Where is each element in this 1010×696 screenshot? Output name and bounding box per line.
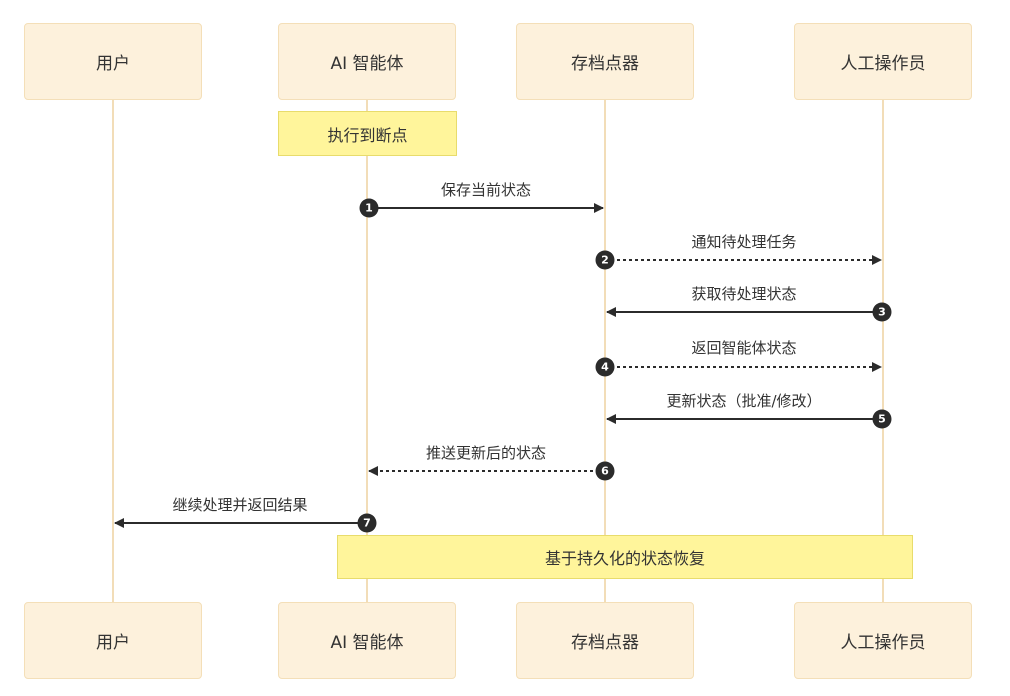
note-text: 执行到断点 <box>327 125 408 145</box>
sequence-badge-5: 5 <box>872 409 892 429</box>
note-recovery: 基于持久化的状态恢复 <box>337 535 913 579</box>
participant-label: 用户 <box>96 633 130 653</box>
participant-label: AI 智能体 <box>330 54 404 74</box>
note-text: 基于持久化的状态恢复 <box>544 549 705 568</box>
sequence-badge-1: 1 <box>359 198 379 218</box>
sequence-badge-2: 2 <box>595 250 615 270</box>
participant-user-top: 用户 <box>24 23 202 100</box>
participant-label: 存档点器 <box>571 54 639 74</box>
participant-label: AI 智能体 <box>330 633 404 653</box>
participant-label: 人工操作员 <box>840 633 926 653</box>
message-label-2: 通知待处理任务 <box>691 233 797 251</box>
participant-agent-top: AI 智能体 <box>278 23 456 100</box>
message-label-1: 保存当前状态 <box>440 181 532 199</box>
sequence-badge-4: 4 <box>595 357 615 377</box>
participant-operator-bottom: 人工操作员 <box>794 602 972 679</box>
participant-label: 人工操作员 <box>840 54 926 74</box>
message-label-4: 返回智能体状态 <box>691 339 797 357</box>
message-label-3: 获取待处理状态 <box>691 285 797 303</box>
participant-label: 存档点器 <box>571 633 639 653</box>
message-label-7: 继续处理并返回结果 <box>172 496 308 514</box>
participant-label: 用户 <box>96 54 130 74</box>
participant-operator-top: 人工操作员 <box>794 23 972 100</box>
participant-agent-bottom: AI 智能体 <box>278 602 456 679</box>
sequence-badge-6: 6 <box>595 461 615 481</box>
participant-checkpointer-bottom: 存档点器 <box>516 602 694 679</box>
message-label-6: 推送更新后的状态 <box>425 444 547 462</box>
sequence-badge-3: 3 <box>872 302 892 322</box>
note-breakpoint: 执行到断点 <box>278 111 457 156</box>
participant-user-bottom: 用户 <box>24 602 202 679</box>
sequence-badge-7: 7 <box>357 513 377 533</box>
message-label-5: 更新状态（批准/修改） <box>666 392 822 410</box>
participant-checkpointer-top: 存档点器 <box>516 23 694 100</box>
